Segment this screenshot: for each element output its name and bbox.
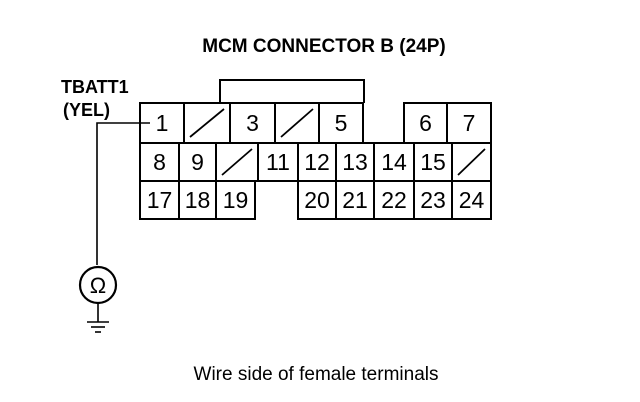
diagram-title: MCM CONNECTOR B (24P) xyxy=(202,36,446,57)
pin-number-22: 22 xyxy=(381,187,407,213)
cavity-6: 6 xyxy=(403,102,448,144)
pin-number-13: 13 xyxy=(342,149,368,175)
cavity-frame xyxy=(373,142,415,182)
pin-number-15: 15 xyxy=(420,149,446,175)
cavity-4 xyxy=(274,102,320,144)
connector-lock-tab xyxy=(219,79,365,103)
pin-number-11: 11 xyxy=(266,149,290,175)
cavity-18: 18 xyxy=(178,180,217,220)
cavity-8: 8 xyxy=(139,142,180,182)
cavity-11: 11 xyxy=(257,142,299,182)
cavity-17: 17 xyxy=(139,180,180,220)
cavity-21: 21 xyxy=(335,180,375,220)
ground-icon xyxy=(87,303,109,333)
cavity-frame xyxy=(257,142,299,182)
cavity-9: 9 xyxy=(178,142,217,182)
pin-number-8: 8 xyxy=(153,149,166,175)
pin-number-6: 6 xyxy=(419,110,432,136)
empty-cavity-slash xyxy=(221,148,253,176)
cavity-19: 19 xyxy=(215,180,256,220)
pin-number-17: 17 xyxy=(147,187,173,213)
pin-number-24: 24 xyxy=(459,187,485,213)
cavity-10 xyxy=(215,142,259,182)
cavity-16 xyxy=(451,142,492,182)
pin-number-1: 1 xyxy=(156,110,169,136)
ohmmeter-icon: Ω xyxy=(78,265,118,305)
cavity-frame xyxy=(139,142,180,182)
cavity-frame xyxy=(451,180,492,220)
cavity-14: 14 xyxy=(373,142,415,182)
cavity-frame xyxy=(178,142,217,182)
cavity-frame xyxy=(139,180,180,220)
empty-cavity-slash xyxy=(457,148,486,176)
wire-color-label: (YEL) xyxy=(63,100,110,120)
pin-number-9: 9 xyxy=(191,149,204,175)
cavity-frame xyxy=(335,180,375,220)
pin-number-14: 14 xyxy=(381,149,407,175)
cavity-frame xyxy=(446,102,492,144)
pin-number-5: 5 xyxy=(335,110,348,136)
empty-cavity-slash xyxy=(280,108,314,138)
cavity-3: 3 xyxy=(229,102,276,144)
pin-number-21: 21 xyxy=(342,187,368,213)
cavity-13: 13 xyxy=(335,142,375,182)
cavity-frame xyxy=(297,142,337,182)
cavity-20: 20 xyxy=(297,180,337,220)
pin-number-23: 23 xyxy=(420,187,446,213)
pin-number-20: 20 xyxy=(304,187,330,213)
cavity-7: 7 xyxy=(446,102,492,144)
pin-number-7: 7 xyxy=(463,110,476,136)
cavity-2 xyxy=(183,102,231,144)
cavity-frame xyxy=(297,180,337,220)
cavity-frame xyxy=(178,180,217,220)
cavity-frame xyxy=(215,180,256,220)
diagram-caption: Wire side of female terminals xyxy=(194,364,439,385)
pin-number-18: 18 xyxy=(185,187,211,213)
cavity-5: 5 xyxy=(318,102,364,144)
pin-number-19: 19 xyxy=(223,187,249,213)
cavity-frame xyxy=(318,102,364,144)
ohm-symbol: Ω xyxy=(90,273,106,298)
cavity-22: 22 xyxy=(373,180,415,220)
pin-number-3: 3 xyxy=(246,110,259,136)
cavity-15: 15 xyxy=(413,142,453,182)
terminal-name-label: TBATT1 xyxy=(61,77,129,97)
cavity-12: 12 xyxy=(297,142,337,182)
pin-number-12: 12 xyxy=(304,149,330,175)
empty-cavity-slash xyxy=(189,108,225,138)
cavity-23: 23 xyxy=(413,180,453,220)
cavity-24: 24 xyxy=(451,180,492,220)
probe-wire xyxy=(96,122,150,265)
